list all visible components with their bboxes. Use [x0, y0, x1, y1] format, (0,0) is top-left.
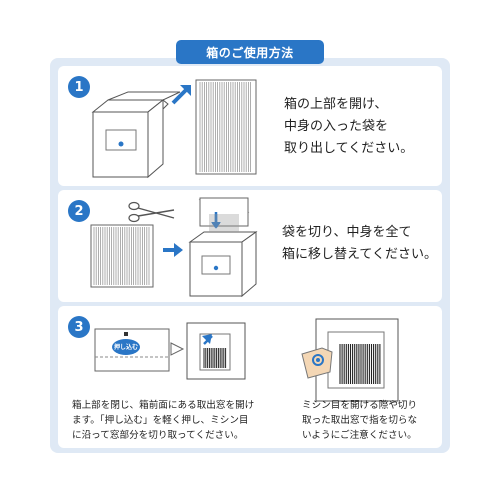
open-box-illustration: [91, 91, 181, 179]
step-3-card: 3 押し込む 箱上部を閉じ、箱前面にある取出窓を開け ます。「押し込む」を軽: [58, 306, 442, 448]
step-1-card: 1 箱の上部を開け、 中身の入った袋を 取り出してください。: [58, 66, 442, 186]
step-2-number: 2: [68, 200, 90, 222]
window-opened-box-illustration: [186, 322, 246, 380]
press-window-illustration: 押し込む: [94, 328, 170, 372]
step-3-number: 3: [68, 316, 90, 338]
guide-title: 箱のご使用方法: [176, 40, 324, 64]
press-label: 押し込む: [114, 343, 138, 351]
scissors-icon: [128, 201, 175, 223]
pour-into-box-illustration: [188, 197, 258, 298]
step-2-text: 袋を切り、中身を全て 箱に移し替えてください。: [282, 225, 437, 262]
arrow-up-right-icon: [171, 85, 191, 105]
step-3-left-text: 箱上部を閉じ、箱前面にある取出窓を開け ます。「押し込む」を軽く押し、ミシン目 …: [72, 400, 255, 441]
cut-bag-illustration: [90, 224, 154, 288]
arrow-right-icon: [163, 243, 183, 257]
step-3-caution-text: ミシン目を開ける際や切り 取った取出窓で指を切らな いようにご注意ください。: [302, 400, 418, 441]
step-1-text: 箱の上部を開け、 中身の入った袋を 取り出してください。: [284, 97, 414, 156]
step-1-number: 1: [68, 76, 90, 98]
zoom-pointer-icon: [170, 342, 185, 356]
caution-box-illustration: [301, 318, 399, 402]
step-2-card: 2 袋を切り、中身を全て 箱に移し替えてください。: [58, 190, 442, 302]
striped-bag-illustration: [195, 79, 257, 175]
